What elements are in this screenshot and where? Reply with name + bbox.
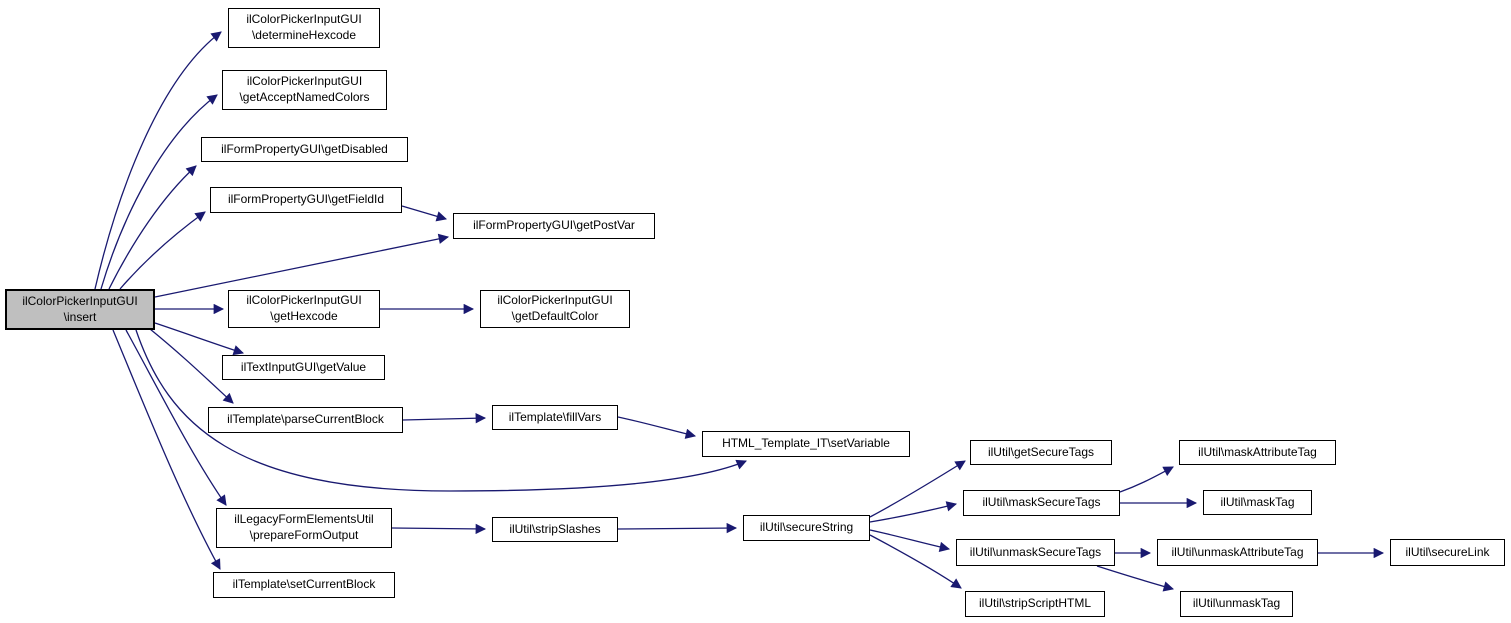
node-getPostVar[interactable]: ilFormPropertyGUI\getPostVar [453, 213, 655, 239]
edge-prepareFormOutput-to-stripSlashes [391, 523, 487, 535]
node-prepareFormOutput[interactable]: ilLegacyFormElementsUtil \prepareFormOut… [216, 508, 392, 548]
node-getValue[interactable]: ilTextInputGUI\getValue [222, 355, 385, 380]
node-getDisabled[interactable]: ilFormPropertyGUI\getDisabled [201, 137, 408, 162]
edge-maskSecureTags-to-maskAttributeTag [1119, 466, 1174, 493]
node-insert[interactable]: ilColorPickerInputGUI \insert [5, 289, 155, 330]
edge-insert-to-getAcceptNamedColors [100, 94, 218, 290]
edge-insert-to-getValue [154, 322, 244, 356]
node-unmaskAttributeTag[interactable]: ilUtil\unmaskAttributeTag [1157, 539, 1318, 566]
node-getHexcode[interactable]: ilColorPickerInputGUI \getHexcode [228, 290, 380, 328]
edge-insert-to-prepareFormOutput [125, 329, 227, 506]
edge-secureString-to-stripScriptHTML [869, 534, 962, 589]
node-fillVars[interactable]: ilTemplate\fillVars [492, 405, 618, 430]
edge-getFieldId-to-getPostVar [401, 205, 447, 222]
node-setCurrentBlock[interactable]: ilTemplate\setCurrentBlock [213, 572, 395, 598]
edge-insert-to-determineHexcode [94, 31, 222, 290]
edge-secureString-to-maskSecureTags [869, 501, 958, 523]
edge-insert-to-setCurrentBlock [112, 329, 221, 570]
edge-secureString-to-unmaskSecureTags [869, 529, 951, 553]
node-stripSlashes[interactable]: ilUtil\stripSlashes [492, 517, 618, 542]
edge-stripSlashes-to-secureString [617, 522, 738, 534]
node-getDefaultColor[interactable]: ilColorPickerInputGUI \getDefaultColor [480, 290, 630, 328]
node-getFieldId[interactable]: ilFormPropertyGUI\getFieldId [210, 187, 402, 213]
edge-insert-to-parseCurrentBlock [149, 328, 234, 404]
node-stripScriptHTML[interactable]: ilUtil\stripScriptHTML [965, 591, 1105, 617]
edge-insert-to-getDisabled [108, 165, 197, 290]
edge-insert-to-getPostVar [154, 233, 450, 298]
edge-insert-to-setVariable [135, 329, 747, 492]
edge-secureString-to-getSecureTags [869, 460, 966, 518]
node-setVariable[interactable]: HTML_Template_IT\setVariable [702, 431, 910, 457]
node-maskTag[interactable]: ilUtil\maskTag [1203, 490, 1312, 515]
node-parseCurrentBlock[interactable]: ilTemplate\parseCurrentBlock [208, 407, 403, 433]
edge-fillVars-to-setVariable [617, 416, 697, 439]
edge-unmaskSecureTags-to-unmaskTag [1096, 565, 1175, 592]
node-getAcceptNamedColors[interactable]: ilColorPickerInputGUI \getAcceptNamedCol… [222, 70, 387, 110]
edge-parseCurrentBlock-to-fillVars [402, 413, 487, 424]
node-maskAttributeTag[interactable]: ilUtil\maskAttributeTag [1179, 440, 1336, 465]
edge-insert-to-getFieldId [119, 211, 206, 290]
node-unmaskTag[interactable]: ilUtil\unmaskTag [1180, 591, 1293, 617]
node-getSecureTags[interactable]: ilUtil\getSecureTags [970, 440, 1112, 465]
node-maskSecureTags[interactable]: ilUtil\maskSecureTags [963, 490, 1120, 516]
node-secureString[interactable]: ilUtil\secureString [743, 515, 870, 541]
node-determineHexcode[interactable]: ilColorPickerInputGUI \determineHexcode [228, 8, 380, 48]
node-unmaskSecureTags[interactable]: ilUtil\unmaskSecureTags [956, 539, 1115, 566]
node-secureLink[interactable]: ilUtil\secureLink [1390, 539, 1505, 566]
